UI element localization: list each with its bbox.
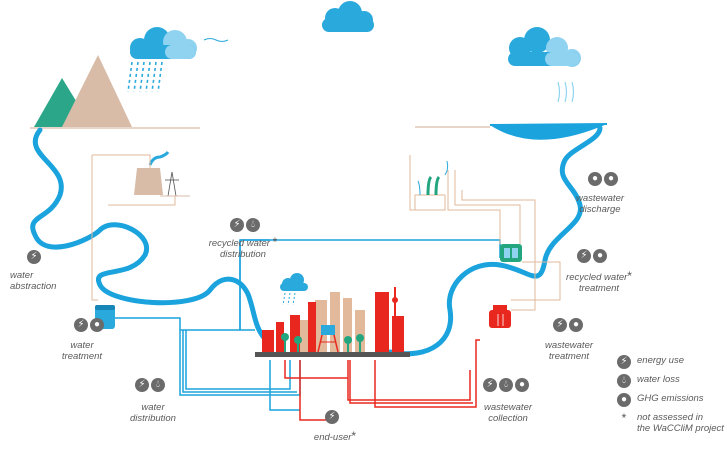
ghg-icon: ● [90,318,104,332]
river-right [387,125,603,357]
legend-water-loss: 💧︎ water loss [617,374,727,388]
wastewater-treatment-icons: ⚡︎ ● [553,318,583,332]
wastewater-pipes [284,339,480,421]
water-abstraction-icons: ⚡︎ [27,250,41,264]
lightning-icon: ⚡︎ [230,218,244,232]
ghg-icon: ● [593,249,607,263]
wastewater-collection-icons: ⚡︎ 💧︎ ● [483,378,529,392]
legend: ⚡︎ energy use 💧︎ water loss ● GHG emissi… [617,355,727,439]
city [255,273,410,357]
lightning-icon: ⚡︎ [553,318,567,332]
recycled-treatment-icons: ⚡︎ ● [577,249,607,263]
ghg-icon: ● [569,318,583,332]
lightning-icon: ⚡︎ [577,249,591,263]
lake [415,123,608,140]
end-user-icons: ⚡︎ [325,410,339,424]
legend-not-assessed: * not assessed in the WaCCliM project [617,412,727,434]
distribution-pipes [115,239,301,411]
asterisk-icon: * [621,411,627,425]
recycled-water-treatment-icon [500,244,522,262]
legend-energy-use: ⚡︎ energy use [617,355,727,369]
lightning-icon: ⚡︎ [617,355,631,369]
water-treatment-icons: ⚡︎ ● [74,318,104,332]
drop-icon: 💧︎ [499,378,513,392]
ghg-icon: ● [515,378,529,392]
wastewater-treatment-plant-icon [489,305,511,328]
legend-ghg-emissions: ● GHG emissions [617,393,727,407]
lightning-icon: ⚡︎ [27,250,41,264]
cloud-icon [322,1,374,32]
recycled-lines-right [409,155,561,311]
water-tower-icon [317,325,339,353]
rain-cloud-icon [127,27,229,93]
ghg-icon: ● [604,172,618,186]
ghg-icon: ● [617,393,631,407]
city-rain-cloud-icon [280,273,308,306]
mountains [30,55,200,129]
river-left [30,127,271,345]
power-plant-icon [134,151,190,197]
evaporation-cloud-icon [508,27,581,103]
ghg-icon: ● [588,172,602,186]
label-end-user: end-user* [313,429,357,443]
lightning-icon: ⚡︎ [74,318,88,332]
drop-icon: 💧︎ [151,378,165,392]
recycled-distribution-icons: ⚡︎ 💧︎ [230,218,260,232]
energy-lines-left [91,154,176,301]
label-recycled-water-distribution: recycled water * distribution [208,235,278,260]
drop-icon: 💧︎ [617,374,631,388]
lightning-icon: ⚡︎ [325,410,339,424]
lightning-icon: ⚡︎ [483,378,497,392]
irrigation-icon [414,160,449,211]
drop-icon: 💧︎ [246,218,260,232]
label-recycled-water-treatment: recycled water* treatment [566,269,632,294]
wastewater-discharge-icons: ● ● [588,172,618,186]
water-distribution-icons: ⚡︎ 💧︎ [135,378,165,392]
lightning-icon: ⚡︎ [135,378,149,392]
